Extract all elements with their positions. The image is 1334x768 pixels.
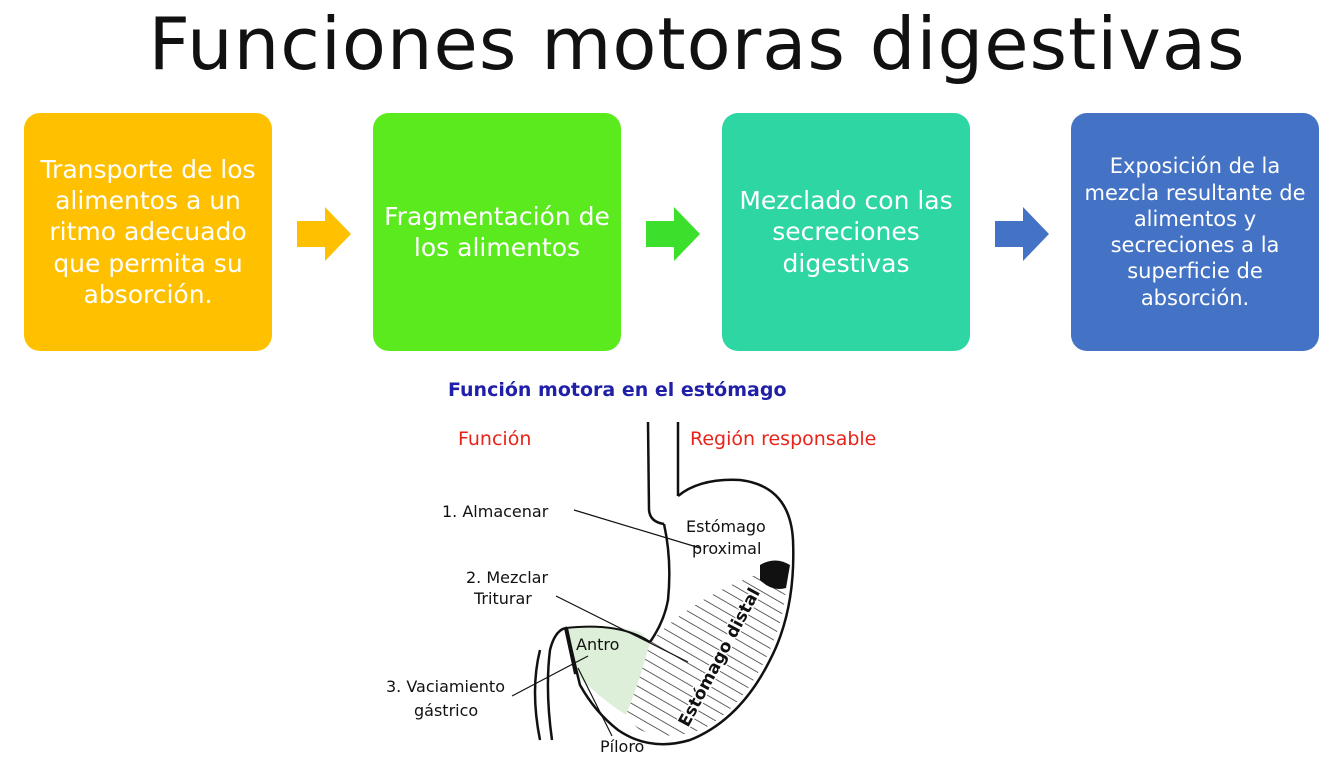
arrow-shape [995, 207, 1049, 261]
step-box-fragmentacion: Fragmentación de los alimentos [373, 113, 621, 351]
label-mezclar: 2. Mezclar [466, 568, 548, 587]
label-triturar: Triturar [473, 589, 532, 608]
stomach-diagram: Función motora en el estómago Función Re… [386, 379, 876, 756]
step-box-exposicion: Exposición de la mezcla resultante de al… [1071, 113, 1319, 351]
pylorus-sphincter [564, 627, 578, 675]
stomach-outline [546, 478, 795, 746]
column-region: Región responsable [690, 428, 876, 450]
pointer-mezclar [555, 595, 689, 663]
arrow-shape [297, 207, 351, 261]
step-box-mezclado: Mezclado con las secreciones digestivas [722, 113, 970, 351]
lesser-curvature [648, 523, 671, 643]
arrow-shape [646, 207, 700, 261]
duodenum-wall [533, 649, 542, 741]
step-text: Mezclado con las secreciones digestivas [739, 186, 953, 278]
arrow-right-icon [297, 207, 351, 261]
diagram-heading: Función motora en el estómago [448, 379, 787, 401]
step-text: Fragmentación de los alimentos [384, 201, 610, 262]
step-box-transporte: Transporte de los alimentos a un ritmo a… [24, 113, 272, 351]
arrow-right-icon [646, 207, 700, 261]
label-vaciamiento: 3. Vaciamiento [386, 677, 505, 696]
label-proximal: proximal [692, 539, 761, 558]
label-almacenar: 1. Almacenar [442, 502, 549, 521]
label-estomago: Estómago [686, 517, 766, 536]
page-title: Funciones motoras digestivas [148, 2, 1246, 86]
antro-boundary [565, 625, 651, 643]
label-antro: Antro [576, 635, 619, 654]
pointer-piloro [577, 667, 613, 737]
fundus-patch [760, 560, 790, 589]
step-text: Transporte de los alimentos a un ritmo a… [40, 154, 256, 309]
esophagus-wall-left [646, 421, 665, 526]
pointer-vaciamiento [511, 655, 589, 697]
label-piloro: Píloro [600, 737, 644, 756]
label-gastrico: gástrico [414, 701, 478, 720]
arrow-right-icon [995, 207, 1049, 261]
antro-region [566, 625, 650, 715]
pointer-almacenar [573, 509, 701, 549]
column-funcion: Función [458, 428, 531, 450]
distal-stomach-region [626, 565, 786, 736]
step-text: Exposición de la mezcla resultante de al… [1084, 154, 1306, 310]
